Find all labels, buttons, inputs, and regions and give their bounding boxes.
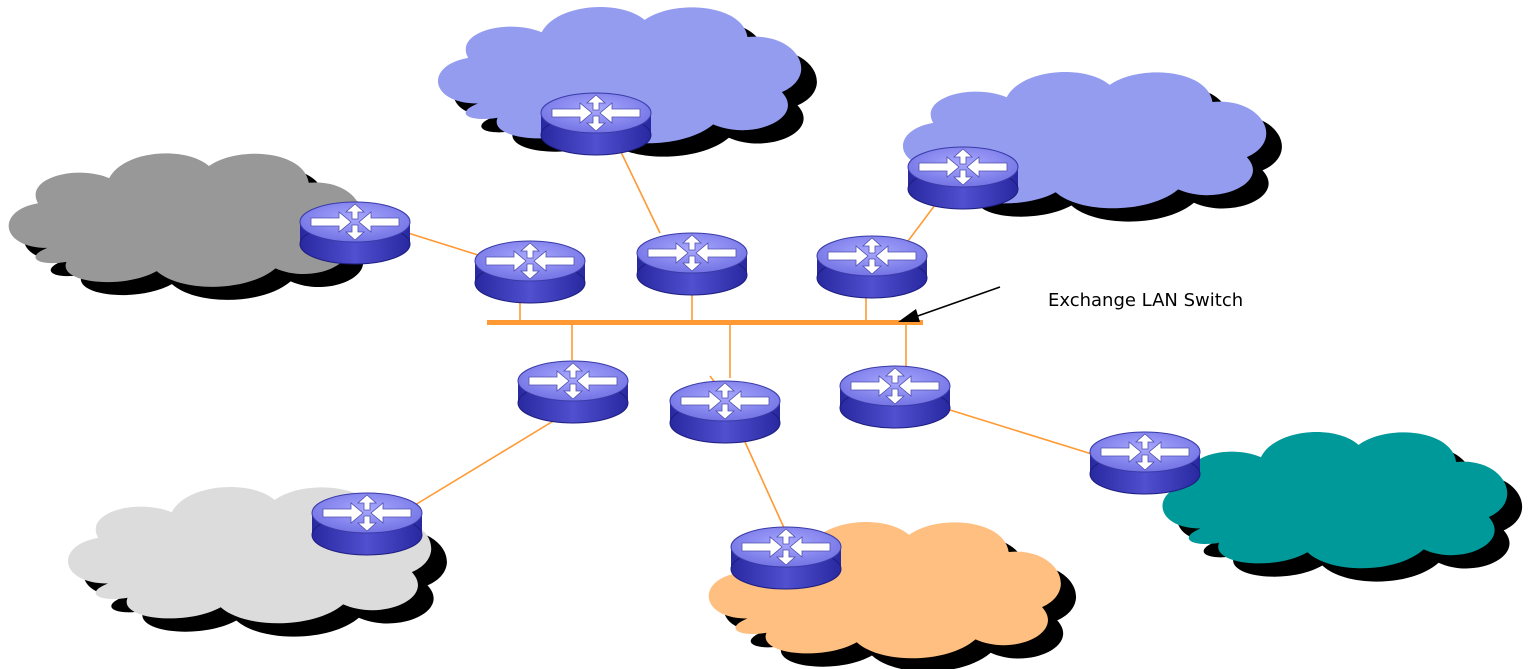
router-icon-ix-upper-2 [636, 232, 748, 296]
link-northeast [904, 204, 936, 246]
router-icon-ix-upper-1 [474, 240, 586, 304]
router-icon-south-edge [730, 526, 842, 590]
router-icon-west-edge [299, 201, 411, 265]
switch-label-group: Exchange LAN Switch [898, 286, 1243, 322]
router-icon-ix-lower-1 [517, 360, 629, 424]
router-icon-southeast-edge [1089, 431, 1201, 495]
link-southeast [949, 409, 1096, 456]
link-north [619, 149, 661, 234]
pointer-arrow-line [911, 286, 1001, 319]
link-west [407, 232, 479, 256]
router-icon-north-edge [540, 92, 652, 156]
router-icon-northeast-edge [907, 146, 1019, 210]
links [407, 149, 1096, 531]
router-icon-ix-upper-3 [816, 235, 928, 299]
router-icon-southwest-edge [311, 492, 423, 556]
exchange-lan-switch-label: Exchange LAN Switch [1048, 290, 1243, 311]
network-cloud-southeast-teal [1162, 431, 1523, 582]
router-icon-ix-lower-2 [669, 380, 781, 444]
pointer-arrow-head [898, 309, 920, 322]
router-icon-ix-lower-3 [839, 365, 951, 429]
link-south [744, 441, 786, 531]
link-southwest [414, 419, 556, 506]
exchange-lan-switch [487, 320, 923, 325]
